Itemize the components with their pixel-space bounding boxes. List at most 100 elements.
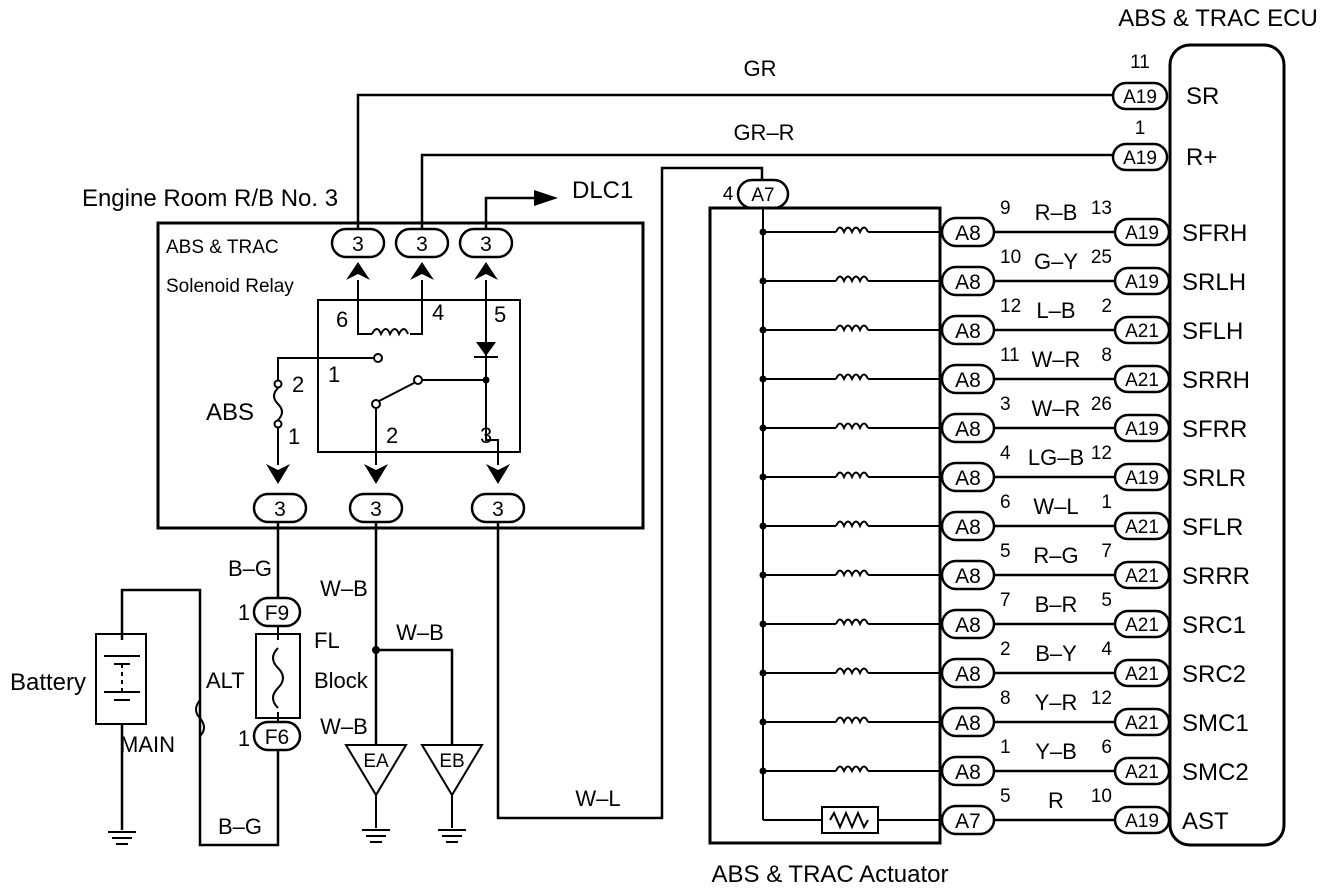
solenoid-coil-icon — [835, 226, 869, 235]
wire-w-b-branch — [376, 648, 454, 745]
ground-point-ea — [344, 744, 408, 797]
actuator-connector: A8 — [940, 706, 996, 738]
ecu-terminal-label: SRRR — [1182, 563, 1250, 590]
ecu-terminal-label: SRC1 — [1182, 612, 1246, 639]
relay-wire-3 — [485, 380, 499, 465]
bus-junction-dot — [759, 228, 767, 236]
wire-gr — [356, 93, 1118, 230]
actuator-connector: A8 — [940, 608, 996, 640]
wire-color-label: W–L — [1033, 494, 1078, 519]
svg-text:A19: A19 — [1125, 223, 1159, 244]
f9-pin: 1 — [238, 600, 250, 625]
wire-gr-r — [420, 153, 1118, 230]
wire-color-label: R–B — [1035, 200, 1078, 225]
actuator-pin: 11 — [1000, 345, 1020, 366]
ecu-pin: 5 — [1101, 590, 1112, 611]
svg-text:A19: A19 — [1125, 468, 1159, 489]
actuator-connector: A8 — [940, 314, 996, 346]
wire-color-label: Y–R — [1035, 690, 1078, 715]
battery-box — [95, 633, 147, 725]
bus-junction-dot — [759, 718, 767, 726]
solenoid-coil-icon — [835, 716, 869, 725]
fuse-pin-1: 1 — [288, 424, 300, 449]
ecu-connector: A21 — [1113, 511, 1171, 541]
dlc1-arrow-icon — [534, 190, 558, 206]
ecu-connector: A21 — [1113, 756, 1171, 786]
dlc1-label: DLC1 — [572, 177, 633, 204]
actuator-pin: 8 — [1000, 688, 1011, 709]
ecu-connector: A19 — [1113, 462, 1171, 492]
wire-color-label: R–G — [1033, 543, 1078, 568]
solenoid-coil-icon — [835, 373, 869, 382]
switch-contact-1 — [373, 353, 383, 363]
wire-color-label: W–R — [1032, 396, 1081, 421]
switch-contact-2 — [371, 399, 381, 409]
actuator-pin: 2 — [1000, 639, 1011, 660]
wire-dlc1 — [484, 196, 540, 229]
wire-w-b-label-3: W–B — [320, 714, 368, 739]
relay-diode-wire — [418, 280, 487, 381]
wire-color-label: G–Y — [1034, 249, 1078, 274]
actuator-connector: A8 — [940, 461, 996, 493]
ecu-pin: 26 — [1091, 394, 1112, 415]
alt-label: ALT — [206, 668, 245, 693]
a7-pin: 4 — [723, 184, 734, 205]
switch-pivot — [413, 375, 423, 385]
ecu-terminal-label: SFLH — [1182, 318, 1243, 345]
fl-label-1: FL — [314, 628, 340, 653]
actuator-title: ABS & TRAC Actuator — [712, 861, 949, 888]
svg-text:3: 3 — [274, 498, 286, 521]
svg-text:A8: A8 — [955, 565, 981, 588]
fuse-pin-2: 2 — [292, 372, 304, 397]
main-fuse-label: MAIN — [120, 732, 175, 757]
solenoid-coil-icon — [835, 275, 869, 284]
up-arrow-icon — [410, 262, 434, 280]
wire-b-g-bottom-label: B–G — [218, 814, 262, 839]
svg-text:A19: A19 — [1125, 272, 1159, 293]
ecu-terminal-label: SMC2 — [1182, 759, 1249, 786]
ecu-terminal-label: SFLR — [1182, 514, 1243, 541]
wire-color-label: B–Y — [1035, 641, 1077, 666]
ecu-pin: 13 — [1091, 198, 1112, 219]
ecu-terminal-label: AST — [1182, 808, 1229, 835]
svg-text:A21: A21 — [1125, 566, 1159, 587]
actuator-pin: 1 — [1000, 737, 1011, 758]
solenoid-coil-icon — [835, 667, 869, 676]
ecu-connector: A19 — [1113, 413, 1171, 443]
abs-fuse-icon — [273, 387, 283, 421]
actuator-connector: A8 — [940, 657, 996, 689]
ecu-box — [1168, 43, 1286, 847]
actuator-pin: 7 — [1000, 590, 1011, 611]
svg-text:3: 3 — [480, 233, 492, 256]
svg-text:F6: F6 — [265, 726, 290, 749]
main-fuse-icon — [195, 699, 205, 737]
ecu-connector: A21 — [1113, 609, 1171, 639]
actuator-pin: 4 — [1000, 443, 1011, 464]
svg-text:3: 3 — [352, 233, 364, 256]
ground-icon — [438, 795, 466, 843]
ecu-connector: A21 — [1113, 707, 1171, 737]
svg-text:3: 3 — [370, 498, 382, 521]
sr-connector: A19 — [1111, 81, 1169, 111]
up-arrow-icon — [474, 262, 498, 280]
bus-junction-dot — [759, 473, 767, 481]
ground-point-eb — [420, 744, 484, 797]
wire-b-g-top-label: B–G — [228, 556, 272, 581]
ecu-pin: 2 — [1101, 296, 1112, 317]
relay-connector-top-2: 3 — [394, 227, 450, 259]
relay-pin-5: 5 — [494, 302, 506, 327]
wire-w-b-label-2: W–B — [396, 620, 444, 645]
svg-text:A21: A21 — [1125, 615, 1159, 636]
bus-junction-dot — [759, 277, 767, 285]
wire-color-label: L–B — [1036, 298, 1075, 323]
bus-junction-dot — [759, 522, 767, 530]
actuator-pin: 3 — [1000, 394, 1011, 415]
ecu-connector: A21 — [1113, 315, 1171, 345]
svg-text:A8: A8 — [955, 467, 981, 490]
down-arrow-icon — [486, 464, 510, 484]
relay-pin-1: 1 — [328, 362, 340, 387]
